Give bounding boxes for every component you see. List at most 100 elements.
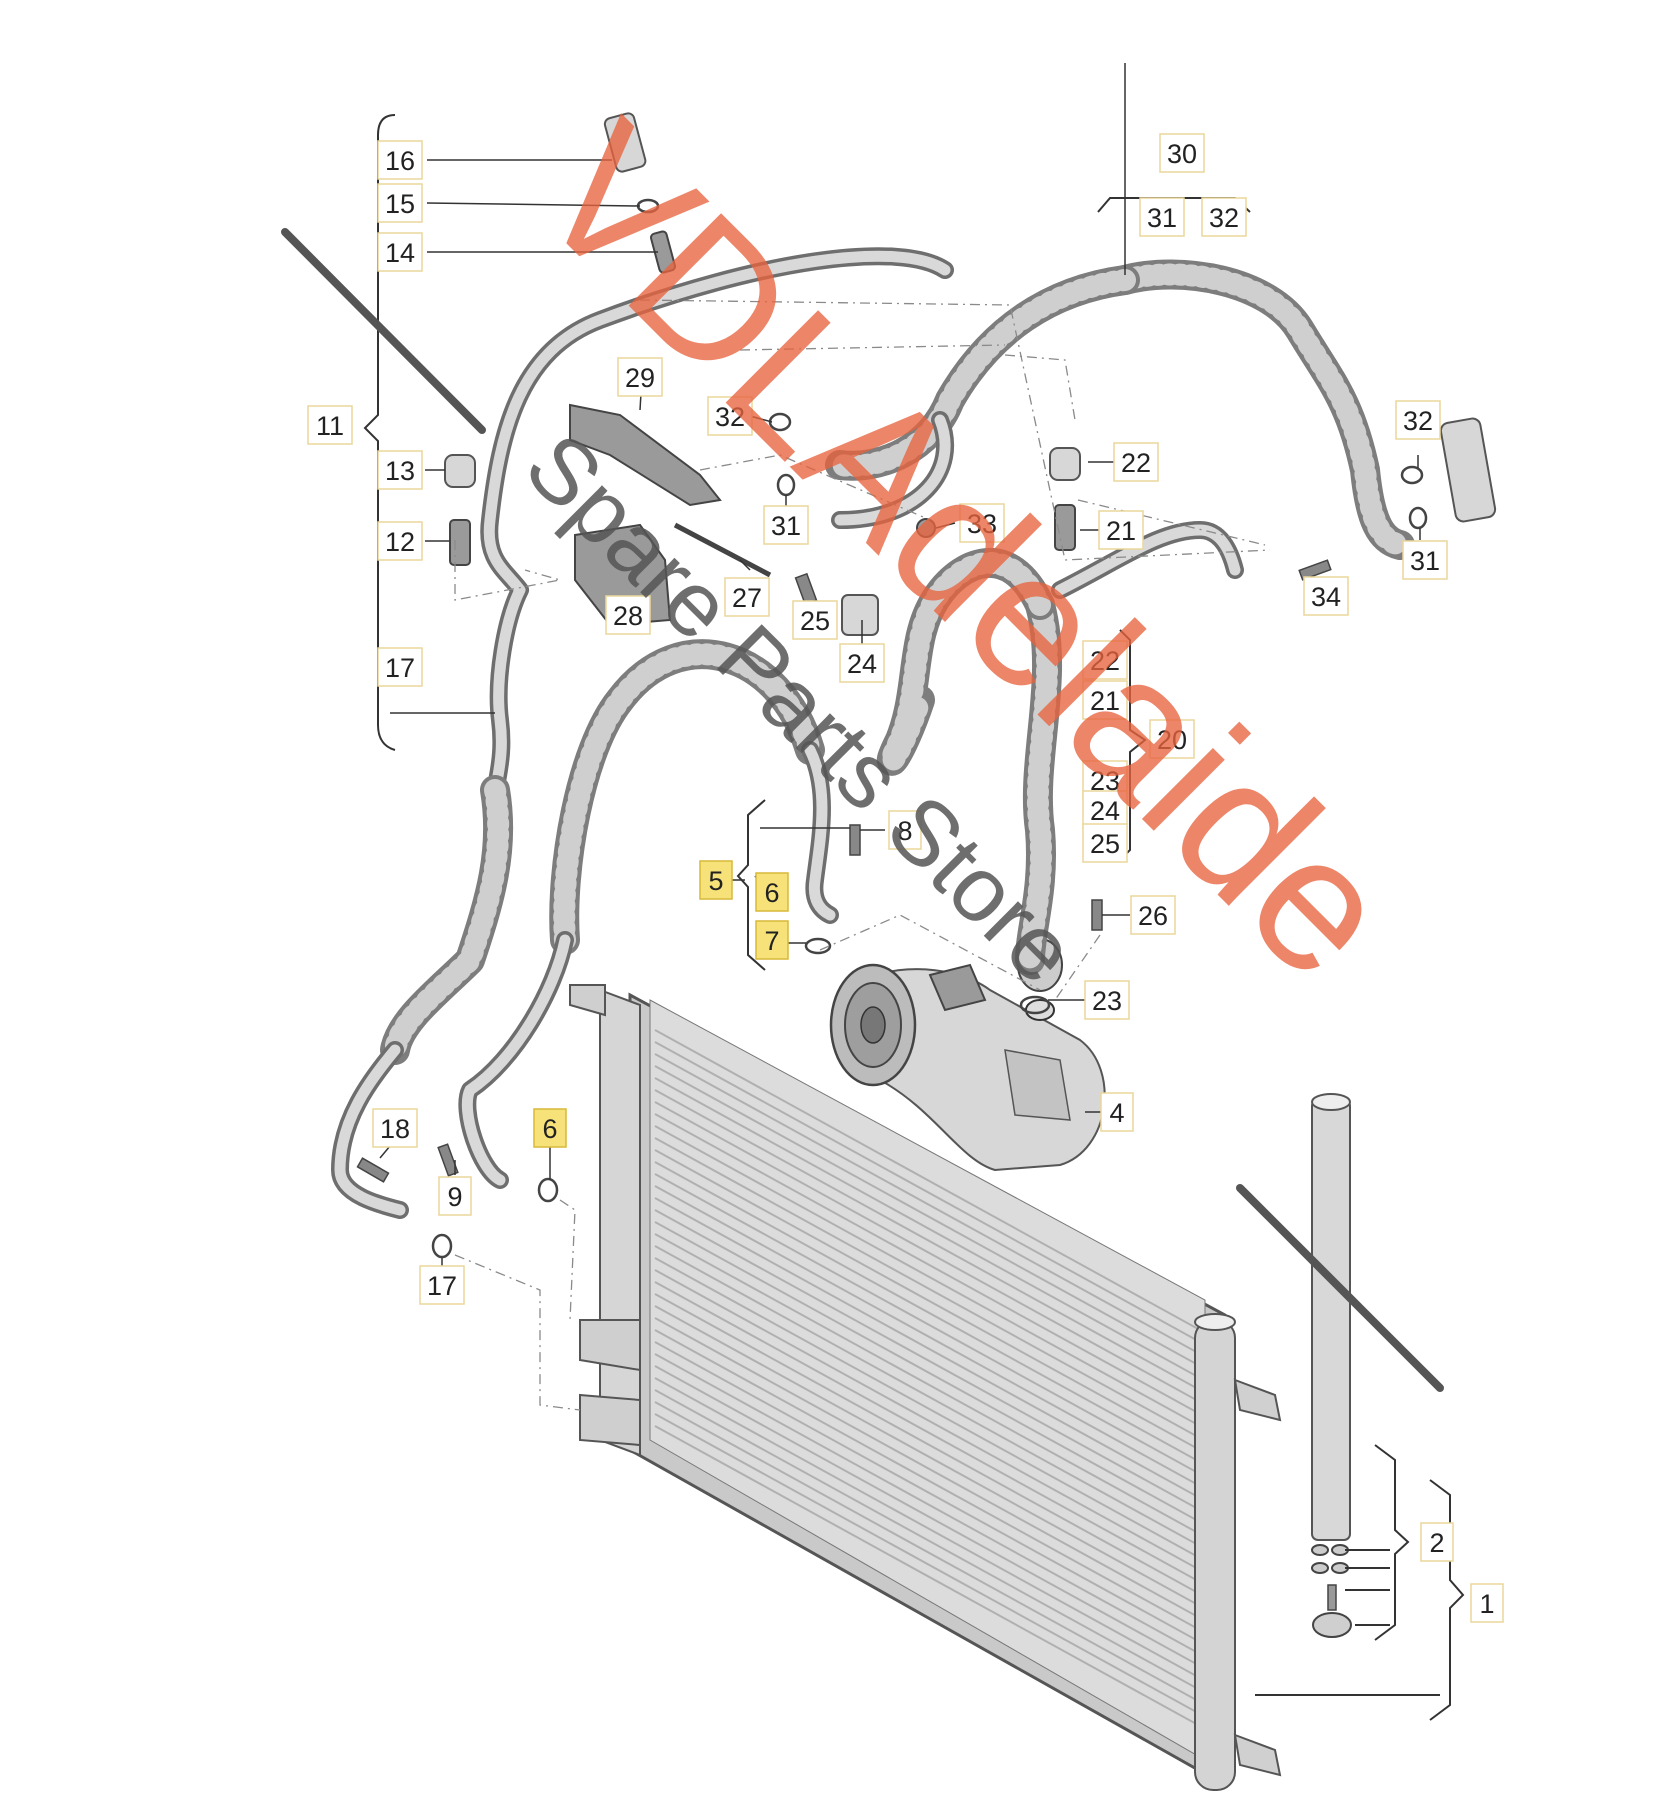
callout-box xyxy=(792,600,838,640)
callout-box xyxy=(438,1176,472,1216)
callout-box xyxy=(1303,576,1349,616)
callout-number: 34 xyxy=(1311,582,1341,612)
callout-box xyxy=(1395,400,1441,440)
condenser-fin xyxy=(654,1413,1201,1715)
assembly-guides xyxy=(454,299,1271,1411)
callout-box xyxy=(1159,133,1205,173)
callout-c30: 30 xyxy=(1159,133,1205,173)
callout-box xyxy=(1084,980,1130,1020)
callout-box xyxy=(1470,1583,1504,1623)
callout-number: 32 xyxy=(1209,203,1239,233)
callout-box xyxy=(755,872,789,912)
callout-box xyxy=(763,505,809,545)
callout-number: 24 xyxy=(847,649,877,679)
callout-number: 29 xyxy=(625,363,655,393)
callout-box xyxy=(755,920,789,960)
callout-c5: 5 xyxy=(699,860,733,900)
callout-number: 2 xyxy=(1429,1528,1444,1558)
callout-number: 21 xyxy=(1090,686,1120,716)
callout-box xyxy=(959,503,1005,543)
condenser-fin xyxy=(654,1149,1201,1451)
condenser-fin xyxy=(654,1245,1201,1547)
callout-c16: 16 xyxy=(377,140,423,180)
callout-number: 8 xyxy=(897,816,912,846)
callout-number: 31 xyxy=(771,511,801,541)
callout-number: 31 xyxy=(1147,203,1177,233)
callout-box xyxy=(1100,1092,1134,1132)
ac-compressor xyxy=(829,938,1106,1172)
callout-c31b: 31 xyxy=(1139,197,1185,237)
callout-number: 27 xyxy=(732,583,762,613)
condenser-fin xyxy=(654,1137,1201,1439)
leader-lines xyxy=(379,63,1421,1272)
callout-c31c: 31 xyxy=(1402,540,1448,580)
callout-c1: 1 xyxy=(1470,1583,1504,1623)
condenser-fin xyxy=(654,1281,1201,1583)
callout-c32a: 32 xyxy=(707,396,753,436)
callout-number: 11 xyxy=(316,411,344,441)
callout-c12: 12 xyxy=(377,521,423,561)
condenser-fin xyxy=(654,1329,1201,1631)
callout-number: 17 xyxy=(427,1271,457,1301)
callout-box xyxy=(377,140,423,180)
callout-box xyxy=(1082,640,1128,680)
condenser-fin xyxy=(654,1353,1201,1655)
callout-c24b: 24 xyxy=(1082,790,1128,830)
callout-number: 4 xyxy=(1109,1098,1124,1128)
callout-number: 30 xyxy=(1167,139,1197,169)
receiver-drier xyxy=(1311,1093,1352,1638)
condenser-fin xyxy=(654,1389,1201,1691)
callout-box xyxy=(377,232,423,272)
callout-box xyxy=(1113,442,1159,482)
callout-c15: 15 xyxy=(377,183,423,223)
callout-number: 26 xyxy=(1138,901,1168,931)
callout-c23b: 23 xyxy=(1084,980,1130,1020)
callout-c6b: 6 xyxy=(533,1108,567,1148)
refrigerant-lines xyxy=(331,247,1415,1219)
condenser-fin xyxy=(654,1425,1201,1727)
callout-box xyxy=(533,1108,567,1148)
callout-number: 25 xyxy=(1090,829,1120,859)
condenser-fin xyxy=(654,1317,1201,1619)
condenser-fin xyxy=(654,1293,1201,1595)
condenser-fin xyxy=(654,1125,1201,1427)
condenser xyxy=(569,984,1282,1791)
callout-c22b: 22 xyxy=(1082,640,1128,680)
condenser-fin xyxy=(654,1077,1201,1379)
callout-c25: 25 xyxy=(792,600,838,640)
callout-number: 31 xyxy=(1410,546,1440,576)
callout-c6a: 6 xyxy=(755,872,789,912)
condenser-fin xyxy=(654,1257,1201,1559)
callout-number: 9 xyxy=(447,1182,462,1212)
condenser-fin xyxy=(654,1341,1201,1643)
callout-number: 23 xyxy=(1092,986,1122,1016)
callout-box xyxy=(839,643,885,683)
condenser-fin xyxy=(654,1377,1201,1679)
callout-c29a: 29 xyxy=(617,357,663,397)
callout-number: 25 xyxy=(800,606,830,636)
callout-box xyxy=(1139,197,1185,237)
callout-number: 14 xyxy=(385,238,415,268)
condenser-fin xyxy=(654,1269,1201,1571)
callout-c20: 20 xyxy=(1149,719,1195,759)
condenser-fin xyxy=(654,1065,1201,1367)
callout-c8: 8 xyxy=(888,810,922,850)
callout-box xyxy=(1130,895,1176,935)
condenser-fin xyxy=(654,1113,1201,1415)
callout-c13: 13 xyxy=(377,450,423,490)
condenser-fin xyxy=(654,1233,1201,1535)
callout-c4: 4 xyxy=(1100,1092,1134,1132)
callout-c33: 33 xyxy=(959,503,1005,543)
callout-box xyxy=(724,577,770,617)
condenser-fin xyxy=(654,1173,1201,1475)
callout-c18: 18 xyxy=(372,1108,418,1148)
callout-c32c: 32 xyxy=(1395,400,1441,440)
condenser-fin xyxy=(654,1209,1201,1511)
condenser-fin xyxy=(654,1305,1201,1607)
callout-box xyxy=(1082,823,1128,863)
callout-c31a: 31 xyxy=(763,505,809,545)
callout-number: 15 xyxy=(385,189,415,219)
callout-c34: 34 xyxy=(1303,576,1349,616)
